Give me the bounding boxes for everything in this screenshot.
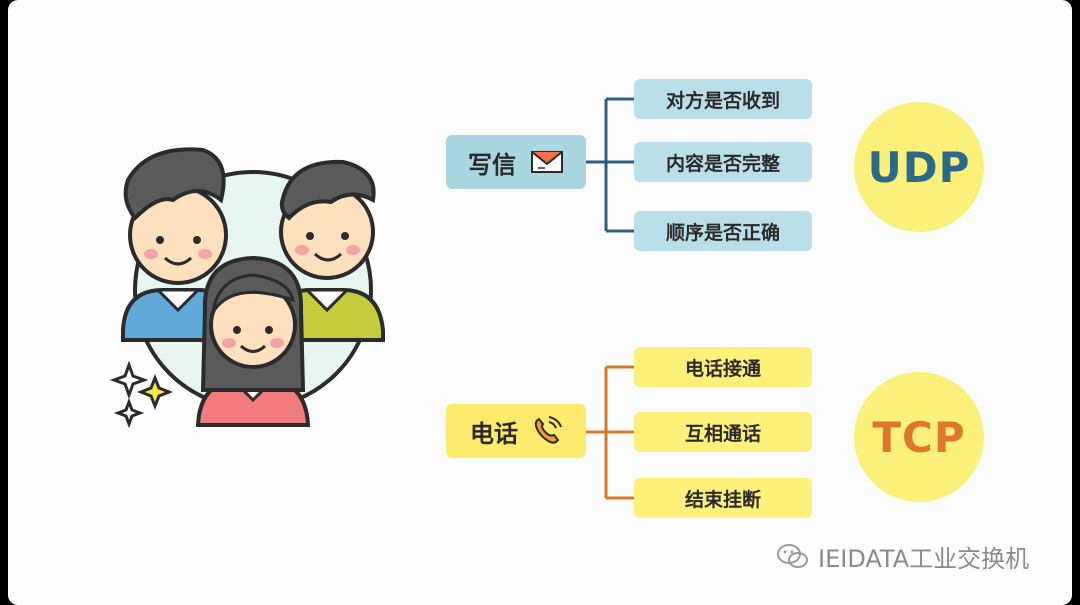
diagram-card: 写信 对方是否收到 内容是否完整 顺序是否正确 UDP 电话 bbox=[8, 0, 1072, 605]
tcp-leaf-2: 互相通话 bbox=[634, 412, 812, 452]
tcp-leaf-label: 互相通话 bbox=[684, 422, 761, 445]
tcp-leaf-label: 结束挂断 bbox=[684, 488, 761, 511]
tcp-main-node: 电话 bbox=[446, 404, 586, 458]
udp-badge-label: UDP bbox=[867, 142, 971, 192]
udp-leaf-label: 内容是否完整 bbox=[665, 152, 780, 175]
sparkle-icon bbox=[109, 360, 174, 429]
udp-leaf-1: 对方是否收到 bbox=[634, 79, 812, 119]
phone-icon bbox=[534, 416, 562, 444]
udp-main-label: 写信 bbox=[468, 150, 516, 179]
tcp-leaf-label: 电话接通 bbox=[684, 357, 761, 380]
udp-leaf-label: 顺序是否正确 bbox=[665, 221, 780, 244]
watermark: IEIDATA工业交换机 bbox=[776, 540, 1030, 573]
tcp-connector bbox=[586, 365, 634, 500]
udp-leaf-2: 内容是否完整 bbox=[634, 142, 812, 182]
tree-connectors bbox=[586, 97, 634, 500]
udp-badge: UDP bbox=[854, 102, 984, 232]
udp-main-node: 写信 bbox=[446, 135, 586, 189]
watermark-text: IEIDATA工业交换机 bbox=[818, 544, 1030, 573]
tcp-badge: TCP bbox=[854, 372, 984, 502]
woman-icon bbox=[195, 255, 311, 427]
udp-leaf-label: 对方是否收到 bbox=[665, 89, 780, 112]
udp-leaf-3: 顺序是否正确 bbox=[634, 211, 812, 251]
people-group-icon bbox=[109, 147, 385, 429]
envelope-icon bbox=[531, 151, 563, 173]
tcp-leaf-1: 电话接通 bbox=[634, 347, 812, 387]
tcp-leaf-3: 结束挂断 bbox=[634, 478, 812, 518]
wechat-icon bbox=[777, 544, 808, 568]
tcp-main-label: 电话 bbox=[470, 419, 518, 448]
tcp-badge-label: TCP bbox=[872, 412, 966, 462]
udp-connector bbox=[586, 97, 634, 233]
